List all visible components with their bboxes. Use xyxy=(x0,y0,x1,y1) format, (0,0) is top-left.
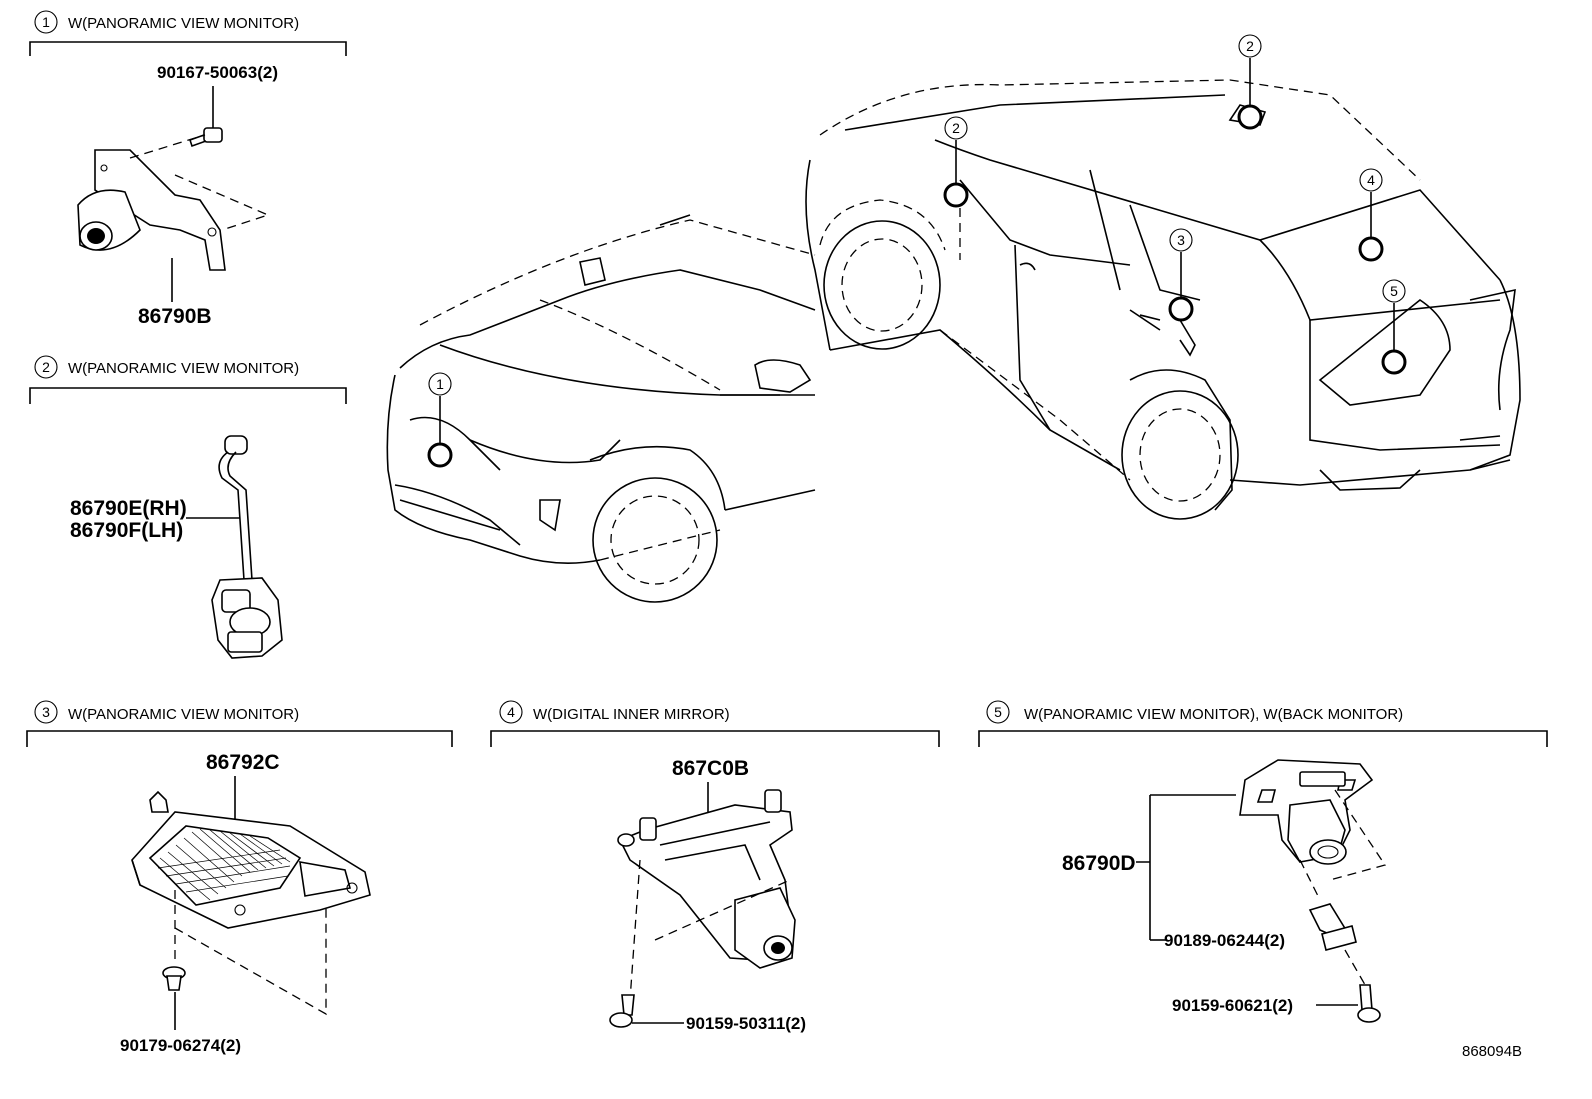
part-label-90189-06244: 90189-06244(2) xyxy=(1164,931,1285,950)
dashed-guide xyxy=(174,905,327,1016)
section-1-bracket xyxy=(29,41,347,56)
section-5-title: W(PANORAMIC VIEW MONITOR), W(BACK MONITO… xyxy=(1024,706,1403,723)
section-4-bracket xyxy=(490,730,940,747)
svg-text:1: 1 xyxy=(436,376,444,392)
section-5-bracket xyxy=(978,730,1548,747)
section-3-number: 3 xyxy=(42,704,50,720)
callout-back-door-camera: 5 xyxy=(1381,279,1407,375)
section-3: 3 W(PANORAMIC VIEW MONITOR) 86792C xyxy=(26,700,453,1055)
section-4: 4 W(DIGITAL INNER MIRROR) 867C0B 90159-5… xyxy=(490,700,940,1033)
diagram-code: 868094B xyxy=(1462,1043,1522,1060)
section-3-title: W(PANORAMIC VIEW MONITOR) xyxy=(68,706,299,723)
leader-bracket xyxy=(1136,794,1236,940)
part-label-90159-50311: 90159-50311(2) xyxy=(686,1014,806,1033)
bolt-icon xyxy=(188,127,223,148)
dashed-guide xyxy=(1299,859,1321,901)
screw-90159-50311-icon xyxy=(609,994,635,1028)
side-camera-86790B-icon xyxy=(77,149,226,271)
svg-text:3: 3 xyxy=(1177,232,1185,248)
clip-90179-icon xyxy=(162,966,186,991)
section-2-title: W(PANORAMIC VIEW MONITOR) xyxy=(68,360,299,377)
section-5-number-circle xyxy=(986,700,1010,724)
section-4-title: W(DIGITAL INNER MIRROR) xyxy=(533,706,730,723)
callout-rear-window-camera: 4 xyxy=(1358,168,1384,262)
part-label-86790E: 86790E(RH) xyxy=(70,497,187,520)
section-4-number-circle xyxy=(499,700,523,724)
clip-90189-icon xyxy=(1308,903,1357,951)
part-label-90179-06274: 90179-06274(2) xyxy=(120,1036,241,1055)
callout-roof-camera: 2 xyxy=(1237,34,1263,130)
dashed-guide xyxy=(1344,949,1369,991)
part-label-86790F: 86790F(LH) xyxy=(70,519,183,542)
dashed-guide xyxy=(1329,789,1387,881)
section-1-number: 1 xyxy=(42,14,50,30)
section-3-bracket xyxy=(26,730,453,747)
section-4-number: 4 xyxy=(507,704,515,720)
rear-vehicle-illustration: 2 2 3 4 5 xyxy=(805,34,1521,520)
part-label-86790D: 86790D xyxy=(1062,852,1136,875)
section-1-title: W(PANORAMIC VIEW MONITOR) xyxy=(68,15,299,32)
part-label-90167-50063: 90167-50063(2) xyxy=(157,63,278,82)
svg-text:4: 4 xyxy=(1367,172,1375,188)
section-2: 2 W(PANORAMIC VIEW MONITOR) 86790E(RH) 8… xyxy=(29,355,347,659)
dashed-guide xyxy=(629,859,641,1001)
section-2-number-circle xyxy=(34,355,58,379)
section-2-bracket xyxy=(29,387,347,404)
mirror-camera-86790E-icon xyxy=(211,435,283,659)
section-5-number: 5 xyxy=(994,704,1002,720)
callout-front-camera: 1 xyxy=(427,372,453,468)
screw-90159-60621-icon xyxy=(1357,984,1381,1023)
section-3-number-circle xyxy=(34,700,58,724)
dashed-guide xyxy=(174,174,270,231)
part-label-90159-60621: 90159-60621(2) xyxy=(1172,996,1293,1015)
back-camera-86790D-icon xyxy=(1239,759,1374,865)
front-vehicle-illustration: 1 xyxy=(386,214,816,603)
inner-mirror-camera-867C0B-icon xyxy=(617,789,796,969)
svg-text:2: 2 xyxy=(952,120,960,136)
section-1-number-circle xyxy=(34,10,58,34)
callout-mirror-camera: 2 xyxy=(943,116,969,260)
dashed-guide xyxy=(129,134,206,159)
part-label-86790B: 86790B xyxy=(138,305,212,328)
section-5: 5 W(PANORAMIC VIEW MONITOR), W(BACK MONI… xyxy=(978,700,1548,1023)
section-1: 1 W(PANORAMIC VIEW MONITOR) 90167-50063(… xyxy=(29,10,347,328)
callout-pillar-module: 3 xyxy=(1168,228,1194,322)
svg-text:5: 5 xyxy=(1390,283,1398,299)
control-module-86792C-icon xyxy=(131,790,371,929)
svg-text:2: 2 xyxy=(1246,38,1254,54)
dashed-guide xyxy=(654,879,791,941)
section-2-number: 2 xyxy=(42,359,50,375)
part-label-867C0B: 867C0B xyxy=(672,757,749,780)
part-label-86792C: 86792C xyxy=(206,751,280,774)
